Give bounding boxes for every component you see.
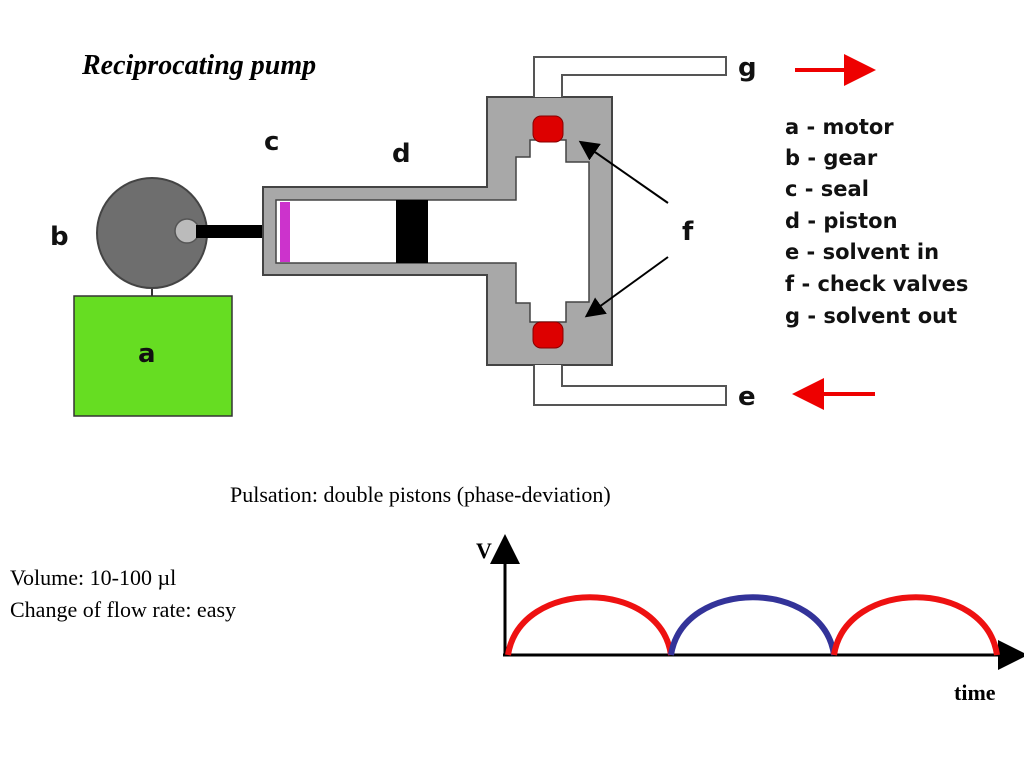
flow-arc-3 [831,594,1000,656]
label-e: e [738,382,756,412]
legend-item: a - motor [785,115,894,139]
label-c: c [264,127,279,157]
pulsation-caption: Pulsation: double pistons (phase-deviati… [230,482,611,507]
inlet-pipe [533,365,727,406]
check-valve-top [532,115,564,143]
x-axis-label: time [954,680,996,705]
legend-item: g - solvent out [785,304,957,328]
flow-arc-1 [505,594,674,656]
legend-item: f - check valves [785,272,968,296]
pump-diagram: a b c d g e f a - motor b - gear c - sea… [50,53,968,417]
legend-item: d - piston [785,209,898,233]
pointer-arrow-top [578,140,669,204]
check-valve-bottom [532,321,564,349]
flow-arc-2 [668,594,837,656]
legend-item: b - gear [785,146,878,170]
seal [280,202,290,262]
y-axis-label: V [476,538,492,563]
pointer-arrow-bottom [584,256,669,318]
label-a: a [138,339,156,369]
motor-box [73,295,233,417]
label-f: f [682,217,694,247]
slide-title: Reciprocating pump [82,50,317,81]
flowrate-text: Change of flow rate: easy [10,597,237,622]
legend: a - motor b - gear c - seal d - piston e… [785,115,968,328]
legend-item: c - seal [785,177,869,201]
legend-item: e - solvent in [785,240,939,264]
piston-head [396,200,428,263]
outlet-pipe [533,56,727,97]
label-d: d [392,139,411,169]
label-b: b [50,222,69,252]
label-g: g [738,53,757,83]
volume-text: Volume: 10-100 µl [10,565,177,590]
